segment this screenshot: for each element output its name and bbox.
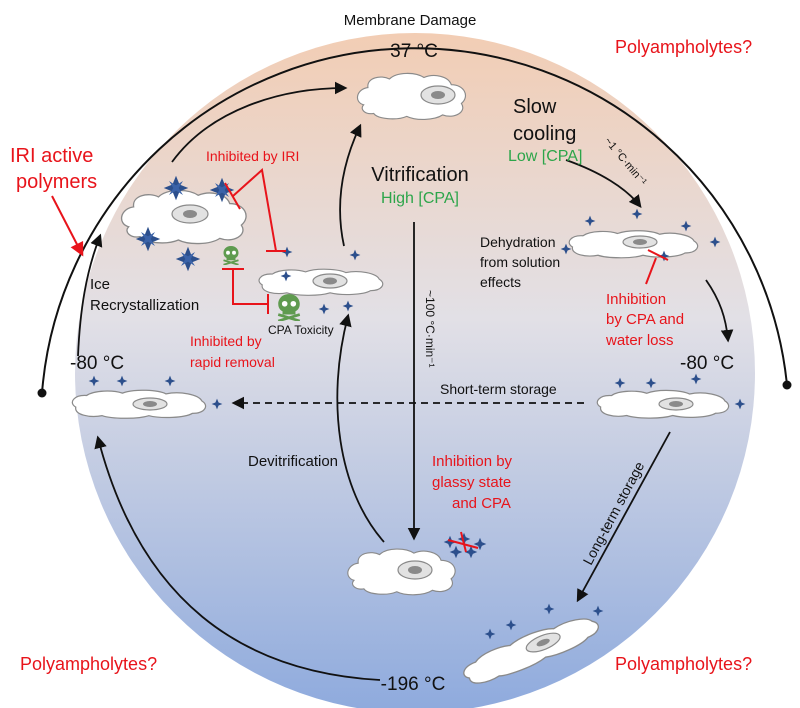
membrane-damage-arc [41, 47, 788, 394]
polyampholytes-bottom-right: Polyampholytes? [615, 654, 752, 674]
cell-cpa-toxicity [258, 268, 384, 297]
arrow-bottom-to-left80 [94, 435, 381, 681]
cell-left-80 [71, 389, 207, 420]
vitrification-rate-label: ~100 °C·min⁻¹ [423, 290, 437, 368]
arrow-toxicity-to-warm [339, 123, 362, 247]
devitrification-label: Devitrification [248, 453, 338, 470]
inhibited-by-iri-label: Inhibited by IRI [206, 148, 299, 164]
iri-pointer [51, 195, 84, 257]
cell-warm [356, 72, 467, 121]
low-cpa-label: Low [CPA] [508, 148, 582, 165]
inhibited-rapid-removal-label: Inhibited by rapid removal [190, 333, 275, 370]
arrow-slow-cooling [565, 159, 642, 208]
arrow-dehydrated-to-right80 [705, 279, 734, 343]
arrow-long-term-storage [576, 431, 671, 603]
glassy-inhibition-label: Inhibition by glassy state and CPA [432, 453, 516, 512]
arrow-devitrification [336, 313, 385, 543]
vitrification-label: Vitrification [371, 164, 468, 186]
ice-recrystallization-label: Ice Recrystallization [90, 276, 199, 314]
temperature-warm: 37 °C [390, 41, 438, 62]
arc-end-left [37, 388, 47, 398]
arc-end-right [782, 380, 792, 390]
membrane-damage-title: Membrane Damage [344, 12, 477, 29]
cpa-toxicity-label: CPA Toxicity [268, 323, 334, 337]
title-backdrop [330, 8, 490, 30]
dehydration-label: Dehydration from solution effects [480, 234, 564, 290]
arrow-left80-to-recrystallization [77, 233, 103, 357]
inhibition-markers [51, 168, 669, 553]
cpa-water-inhibition-label: Inhibition by CPA and water loss [605, 291, 688, 349]
arrow-recrystallization-to-warm [171, 81, 348, 163]
cell-vitrified [347, 548, 456, 596]
cell-ice-recrystallization [120, 189, 247, 245]
cell-right-80 [596, 389, 730, 419]
flow-arrows [77, 81, 734, 681]
cell-dehydrated [568, 229, 699, 259]
polyampholytes-bottom-left: Polyampholytes? [20, 654, 157, 674]
cycle-background [75, 33, 755, 708]
short-term-storage-label: Short-term storage [440, 381, 557, 397]
iri-polymers-label: IRI active polymers [10, 145, 99, 193]
temperature-left: -80 °C [70, 353, 124, 374]
cell-long-term [458, 608, 604, 692]
slow-cooling-label: Slow cooling [513, 96, 576, 145]
high-cpa-label: High [CPA] [381, 190, 459, 207]
temperature-right: -80 °C [680, 353, 734, 374]
temperature-bottom: -196 °C [381, 674, 446, 695]
polyampholytes-top-right: Polyampholytes? [615, 37, 752, 57]
